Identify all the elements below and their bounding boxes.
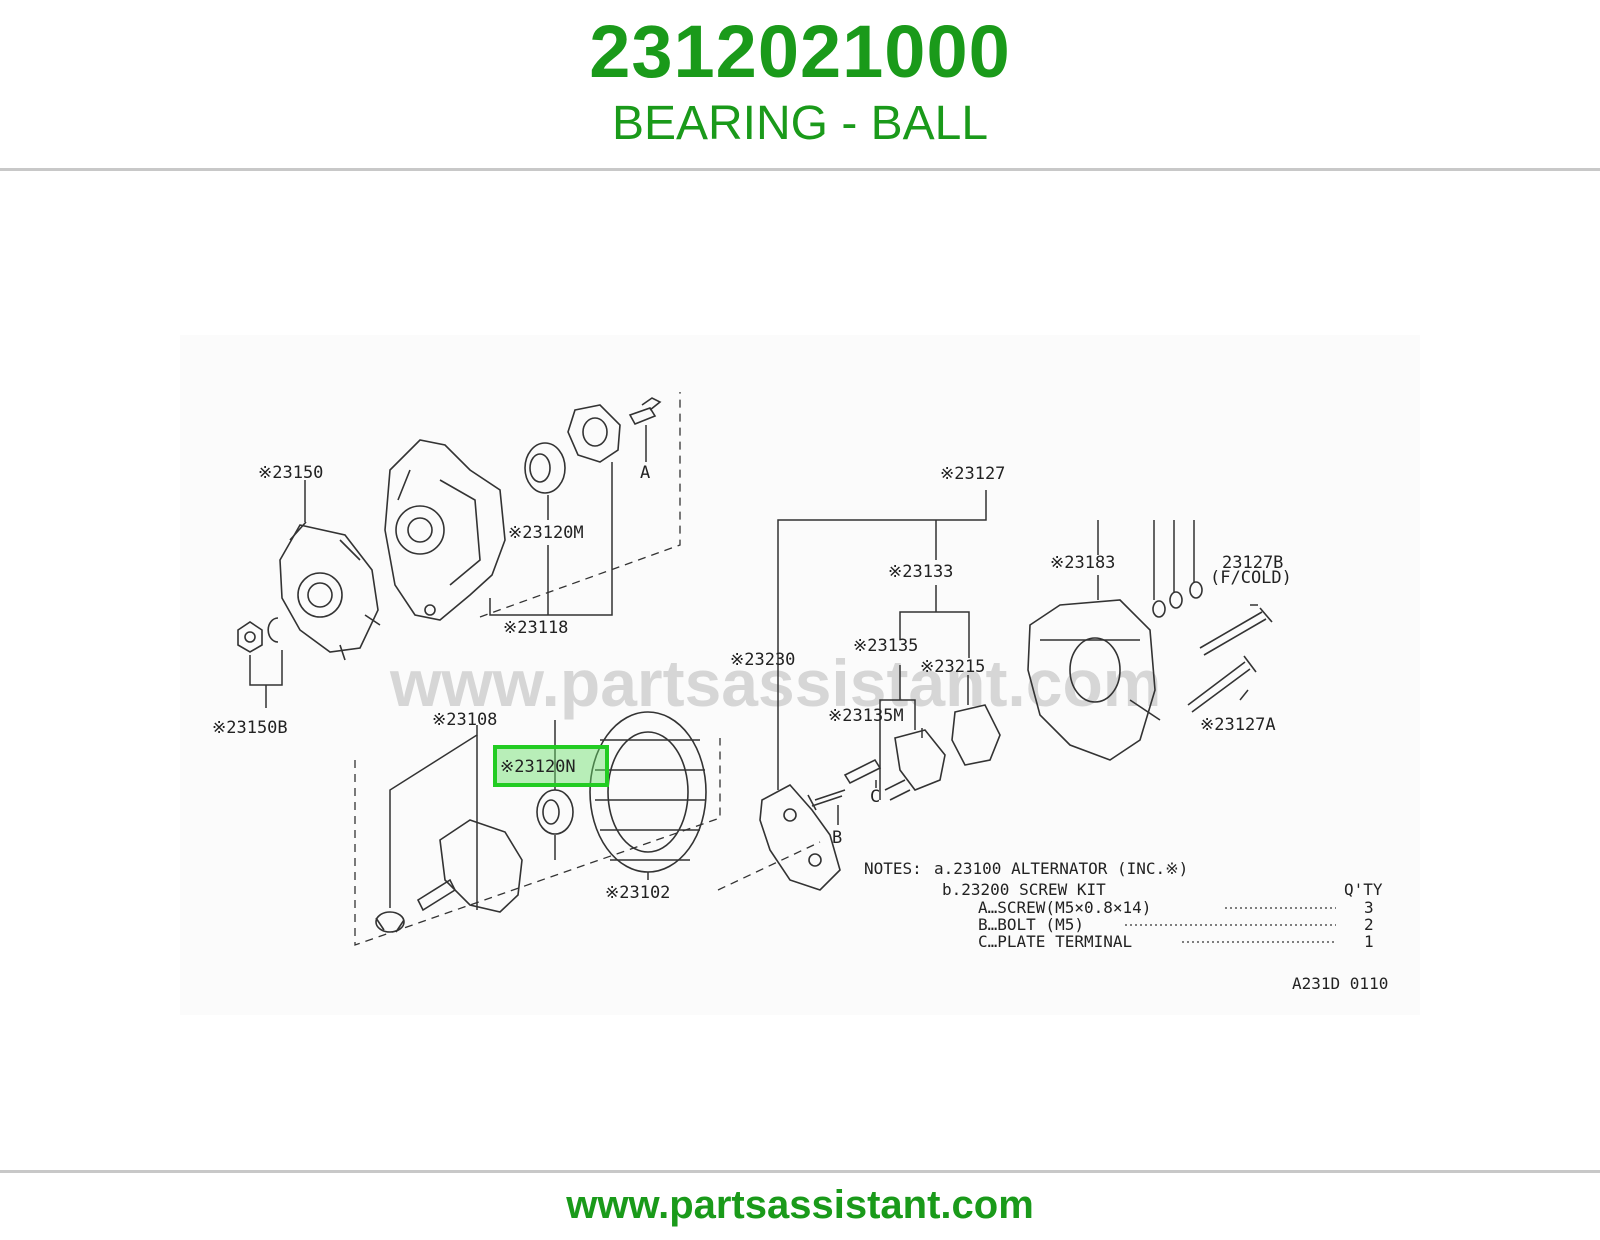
plate-terminal-c-part <box>843 758 882 785</box>
callout-23215: ※23215 <box>920 657 985 677</box>
notes-header: NOTES: <box>864 859 922 878</box>
note-qty-header: Q'TY <box>1344 880 1383 899</box>
page-header: 2312021000 BEARING - BALL <box>0 0 1600 168</box>
front-housing-part <box>384 439 506 621</box>
note-item-label: B…BOLT (M5) <box>978 915 1084 934</box>
callout-23108: ※23108 <box>432 710 497 730</box>
callout-23127b-note: (F/COLD) <box>1210 568 1292 588</box>
nut-part <box>237 621 263 653</box>
callout-23127a: ※23127A <box>1200 715 1276 735</box>
callout-23120m: ※23120M <box>508 523 584 543</box>
stator-part <box>589 711 707 873</box>
diagram-panel <box>180 335 1420 1015</box>
target-part-highlight[interactable] <box>493 745 609 787</box>
rear-bearing-part <box>536 789 574 835</box>
retainer-plate-part <box>567 404 621 463</box>
header-divider <box>0 168 1600 171</box>
note-item-qty: 1 <box>1364 932 1374 951</box>
note-item-label: C…PLATE TERMINAL <box>978 932 1132 951</box>
screw-a-part <box>628 397 662 426</box>
through-bolt-b-part <box>1199 607 1273 656</box>
callout-23102: ※23102 <box>605 883 670 903</box>
callout-23127b: 23127B <box>1222 553 1283 573</box>
callout-b: B <box>832 828 842 848</box>
rotor-part <box>375 819 523 933</box>
callout-23120n: ※23120N <box>500 757 576 777</box>
front-bearing-part <box>524 442 566 494</box>
bolt-b-part <box>807 789 846 811</box>
rectifier-part <box>759 783 841 891</box>
diagram-code: A231D 0110 <box>1292 974 1388 993</box>
rear-cover-part <box>1027 599 1161 761</box>
leader-lines <box>249 425 1258 910</box>
part-name: BEARING - BALL <box>611 97 989 150</box>
footer-divider <box>0 1170 1600 1173</box>
note-line-a: a.23100 ALTERNATOR (INC.※) <box>934 859 1188 878</box>
front-assembly-boundary <box>479 392 681 618</box>
callout-23118: ※23118 <box>503 618 568 638</box>
callout-23135m: ※23135M <box>828 706 904 726</box>
brush-holder-part <box>884 729 946 801</box>
note-item-label: A…SCREW(M5×0.8×14) <box>978 898 1151 917</box>
rotor-assembly-boundary <box>354 738 721 946</box>
fan-part <box>279 521 381 661</box>
washers-part <box>1152 581 1203 618</box>
callout-c: C <box>870 787 880 807</box>
callout-23135: ※23135 <box>853 636 918 656</box>
callout-23127: ※23127 <box>940 464 1005 484</box>
through-bolt-a-part <box>1187 655 1257 713</box>
part-number: 2312021000 <box>589 10 1011 93</box>
callout-23133: ※23133 <box>888 562 953 582</box>
spacer-part <box>267 617 279 643</box>
callout-a: A <box>640 463 650 483</box>
footer-site-link[interactable]: www.partsassistant.com <box>566 1183 1034 1227</box>
callout-23150b: ※23150B <box>212 718 288 738</box>
notes-block: NOTES: a.23100 ALTERNATOR (INC.※) b.2320… <box>864 859 1383 951</box>
rear-assembly-boundary <box>717 841 821 891</box>
watermark: www.partsassistant.com <box>389 646 1161 720</box>
note-line-b: b.23200 SCREW KIT <box>942 880 1106 899</box>
callout-23150: ※23150 <box>258 463 323 483</box>
note-item-qty: 2 <box>1364 915 1374 934</box>
callout-23183: ※23183 <box>1050 553 1115 573</box>
callout-23230: ※23230 <box>730 650 795 670</box>
note-item-qty: 3 <box>1364 898 1374 917</box>
regulator-part <box>951 704 1001 766</box>
